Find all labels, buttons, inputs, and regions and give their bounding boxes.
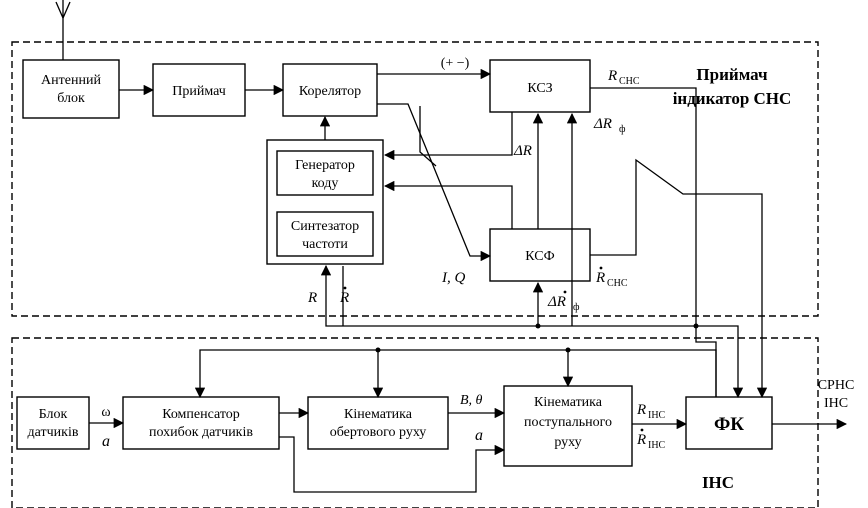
svg-text:ф: ф xyxy=(619,124,626,135)
translation-kinematics-label-2: поступального xyxy=(524,415,612,430)
code-generator-block xyxy=(276,150,374,196)
ksz-block-label: КСЗ xyxy=(527,81,552,96)
fk-block-label: ФК xyxy=(714,414,744,435)
label-a-1: a xyxy=(102,433,110,450)
svg-text:СНС: СНС xyxy=(619,76,640,87)
sns-region-label-2: індикатор СНС xyxy=(673,89,792,108)
compensator-label-1: Компенсатор xyxy=(162,407,240,422)
label-rdot-left: R xyxy=(339,286,349,306)
label-i-q: I, Q xyxy=(441,270,465,286)
rotation-kinematics-label-1: Кінематика xyxy=(344,407,413,422)
arrow-rdot-sns-fk xyxy=(590,158,768,399)
rotation-kinematics-label-2: обертового руху xyxy=(330,425,427,440)
junction-dot xyxy=(565,347,571,353)
junction-dot xyxy=(693,323,699,329)
output-label-1: СРНС xyxy=(818,378,855,393)
ksz-block xyxy=(489,59,591,113)
antenna-block-label-2: блок xyxy=(57,91,85,106)
code-generator-label-2: коду xyxy=(312,176,339,191)
svg-text:R: R xyxy=(607,68,617,84)
arrow-ksz-generator xyxy=(383,112,513,161)
arrow-r-sns-fk xyxy=(696,325,744,399)
freq-synth-label-2: частоти xyxy=(302,237,348,252)
arrow-R-to-synth xyxy=(320,264,696,327)
translation-kinematics-block xyxy=(503,385,633,467)
junction-dot xyxy=(375,347,381,353)
translation-kinematics-label-1: Кінематика xyxy=(534,395,603,410)
ksf-block xyxy=(489,228,591,282)
arrow-compensator-translation xyxy=(279,436,506,493)
translation-kinematics-label-3: руху xyxy=(554,435,581,450)
label-plus-minus: (+ −) xyxy=(441,56,470,71)
sensor-block-label-1: Блок xyxy=(39,407,68,422)
svg-text:ф: ф xyxy=(573,302,580,313)
line-fk-feedback xyxy=(695,326,717,397)
arrow-fk-compensator xyxy=(194,349,717,399)
label-a-2: a xyxy=(475,427,483,444)
antenna-block-label-1: Антенний xyxy=(41,73,101,88)
freq-synth-label-1: Синтезатор xyxy=(291,219,359,234)
compensator-label-2: похибок датчиків xyxy=(149,425,253,440)
label-delta-rdot-f: ΔR ф xyxy=(547,290,580,313)
label-rdot-sns: R СНС xyxy=(595,266,628,289)
compensator-block xyxy=(122,396,280,450)
correlator-block xyxy=(282,63,378,117)
antenna-icon xyxy=(55,0,71,60)
line-ksz-r-sns xyxy=(590,87,697,326)
antenna-block xyxy=(22,59,120,119)
arrow-ksf-generator xyxy=(383,180,513,229)
ins-region-label: ІНС xyxy=(702,473,734,492)
junction-dot xyxy=(535,323,541,329)
freq-synth-block xyxy=(276,211,374,257)
rotation-kinematics-block xyxy=(307,396,449,450)
sensor-block xyxy=(16,396,90,450)
label-omega: ω xyxy=(101,405,110,420)
output-label-2: ІНС xyxy=(824,396,848,411)
label-rdot-ins: R ІНС xyxy=(636,428,666,451)
sensor-block-label-2: датчиків xyxy=(28,425,79,440)
fk-block xyxy=(685,396,773,450)
svg-text:ІНС: ІНС xyxy=(648,410,666,421)
label-r-left: R xyxy=(307,290,317,306)
line-correlator-cross xyxy=(419,106,437,167)
label-delta-r: ΔR xyxy=(513,143,532,159)
label-delta-rf: ΔR ф xyxy=(593,116,626,135)
label-r-sns: R СНС xyxy=(607,68,640,87)
svg-text:R: R xyxy=(595,270,605,286)
code-generator-label-1: Генератор xyxy=(295,158,355,173)
svg-text:R: R xyxy=(339,290,349,306)
receiver-block-label: Приймач xyxy=(172,84,226,99)
arrow-correlator-ksf xyxy=(377,103,492,262)
svg-text:R: R xyxy=(636,432,646,448)
ins-region xyxy=(11,337,819,508)
svg-text:ІНС: ІНС xyxy=(648,440,666,451)
label-r-ins: R ІНС xyxy=(636,402,666,421)
label-b-theta: B, θ xyxy=(460,393,483,408)
ksf-block-label: КСФ xyxy=(525,249,554,264)
svg-text:ΔR: ΔR xyxy=(547,294,566,310)
svg-text:СНС: СНС xyxy=(607,278,628,289)
svg-text:R: R xyxy=(636,402,646,418)
sns-region xyxy=(11,41,819,317)
svg-text:ΔR: ΔR xyxy=(593,116,612,132)
correlator-block-label: Корелятор xyxy=(299,84,361,99)
sns-region-label-1: Приймач xyxy=(696,65,768,84)
